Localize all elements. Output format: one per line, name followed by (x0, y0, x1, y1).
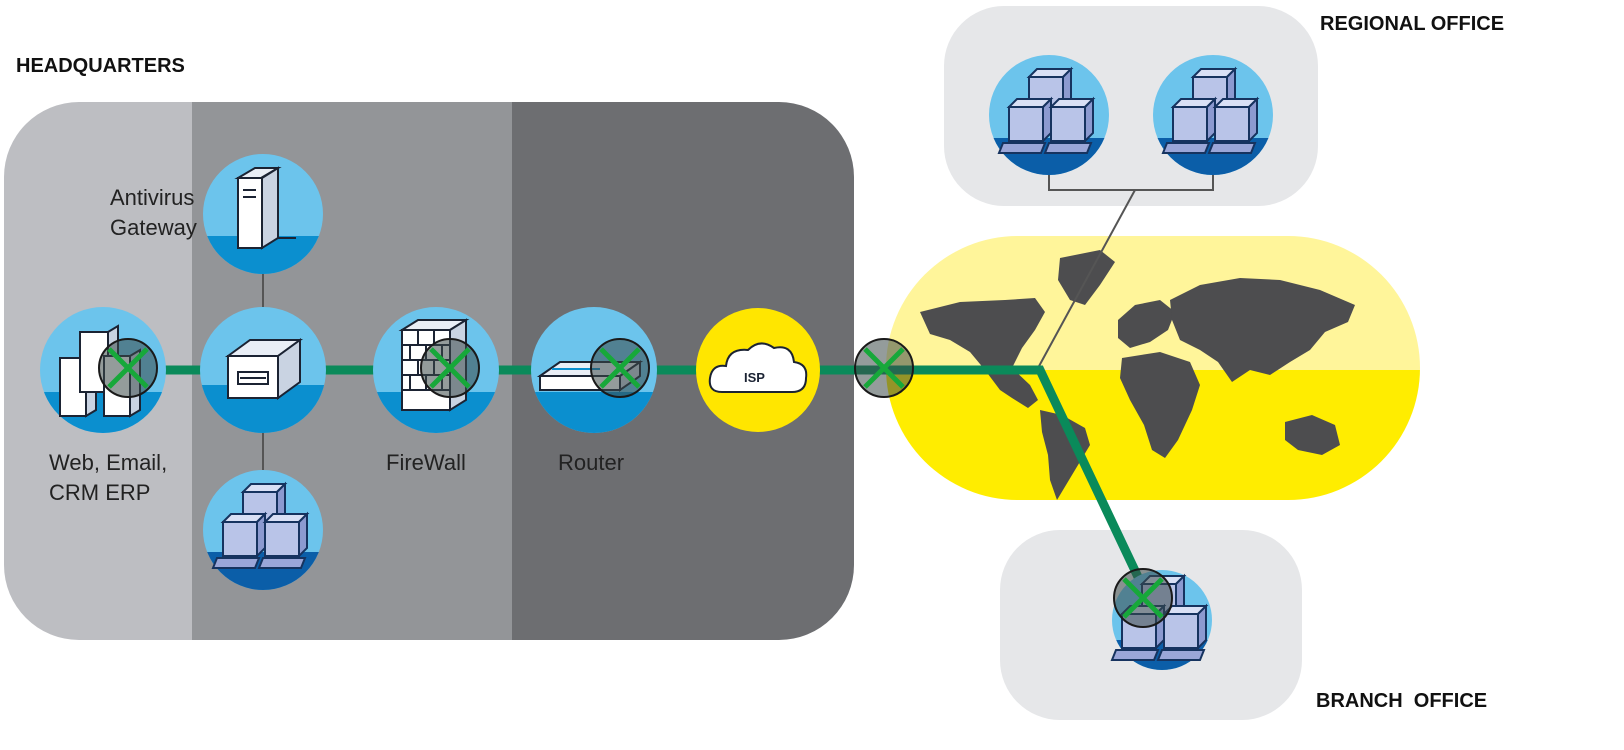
antivirus-gateway-label: Antivirus Gateway (110, 183, 197, 243)
antivirus-gateway-label-line2: Gateway (110, 215, 197, 240)
servers-label-line2: CRM ERP (49, 480, 151, 505)
server-tower-icon (234, 166, 296, 250)
x-mark-icon (421, 339, 479, 397)
regional-office-title: REGIONAL OFFICE (1320, 13, 1505, 35)
router-label: Router (558, 450, 625, 475)
branch-office-title: BRANCH OFFICE (1316, 690, 1488, 712)
x-mark-icon (591, 339, 649, 397)
regional-pc-cluster-1[interactable] (985, 55, 1115, 178)
isp-node[interactable] (696, 308, 820, 432)
antivirus-gateway-node[interactable] (200, 154, 330, 276)
headquarters-title: HEADQUARTERS (16, 55, 185, 77)
servers-label-line1: Web, Email, (49, 450, 168, 475)
network-switch-icon (224, 338, 304, 400)
firewall-label: FireWall (386, 450, 466, 475)
isp-cloud-icon (708, 342, 808, 393)
antivirus-gateway-label-line1: Antivirus (110, 185, 195, 210)
x-mark-icon (1114, 569, 1172, 627)
world-map-icon (886, 236, 1420, 500)
x-mark-icon (99, 339, 157, 397)
x-mark-icon (855, 339, 913, 397)
isp-label: ISP (744, 370, 765, 385)
servers-label: Web, Email, CRM ERP (49, 448, 167, 508)
